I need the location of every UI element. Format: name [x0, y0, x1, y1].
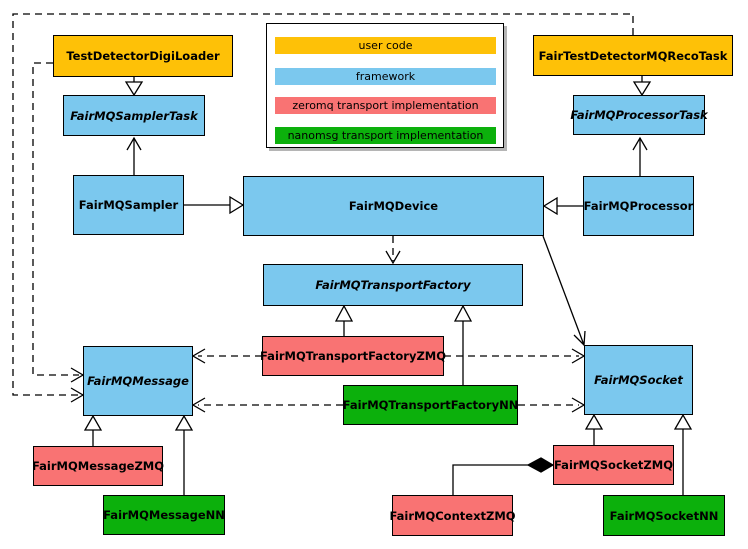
legend-label: zeromq transport implementation	[292, 99, 479, 112]
node-fairmqsocketzmq: FairMQSocketZMQ	[553, 445, 674, 485]
node-fairtestdetectormqrecotask: FairTestDetectorMQRecoTask	[533, 35, 733, 76]
node-fairmqsampler: FairMQSampler	[73, 175, 184, 235]
node-testdetectordigiloader: TestDetectorDigiLoader	[53, 35, 233, 77]
edge-sampler-uses-samplertask	[126, 136, 142, 175]
node-fairmqdevice: FairMQDevice	[243, 176, 544, 236]
edge-factorynn-creates-socket	[518, 397, 586, 413]
edge-socketnn-inherits-socket	[673, 413, 693, 495]
legend-item-zeromq: zeromq transport implementation	[275, 97, 496, 114]
node-fairmqsocketnn: FairMQSocketNN	[603, 495, 725, 536]
legend-label: framework	[355, 70, 416, 83]
edge-socketzmq-composes-contextzmq	[452, 457, 555, 495]
legend-item-nanomsg: nanomsg transport implementation	[275, 127, 496, 144]
edge-sampler-inherits-device	[184, 195, 245, 215]
edge-socketzmq-inherits-socket	[584, 413, 604, 445]
node-fairmqprocessor: FairMQProcessor	[583, 176, 694, 236]
edge-factoryzmq-inherits-factory	[334, 304, 354, 336]
edge-factoryzmq-creates-socket	[444, 348, 586, 364]
node-fairmqcontextzmq: FairMQContextZMQ	[389, 495, 516, 536]
edge-device-depends-transportfactory	[385, 236, 401, 265]
node-fairmqtransportfactory: FairMQTransportFactory	[263, 264, 523, 306]
edge-factorynn-inherits-factory	[453, 304, 473, 385]
node-fairmqmessage: FairMQMessage	[83, 346, 193, 416]
node-fairmqmessagezmq: FairMQMessageZMQ	[32, 446, 164, 486]
node-fairmqtransportfactorynn: FairMQTransportFactoryNN	[343, 385, 518, 425]
edge-messagezmq-inherits-message	[83, 414, 103, 446]
legend-item-framework: framework	[275, 68, 496, 85]
edge-processor-uses-processortask	[632, 136, 648, 176]
edge-factorynn-creates-message	[191, 397, 343, 413]
edge-digiloader-inherits-samplertask	[124, 77, 144, 97]
node-fairmqprocessortask: FairMQProcessorTask	[570, 95, 708, 135]
node-fairmqsamplertask: FairMQSamplerTask	[63, 95, 205, 136]
legend: user code framework zeromq transport imp…	[266, 23, 504, 148]
legend-item-user-code: user code	[275, 37, 496, 54]
node-fairmqtransportfactoryzmq: FairMQTransportFactoryZMQ	[260, 336, 446, 376]
legend-label: nanomsg transport implementation	[287, 129, 484, 142]
node-fairmqmessagenn: FairMQMessageNN	[103, 495, 225, 535]
edge-processor-inherits-device	[542, 196, 583, 216]
edge-factoryzmq-creates-message	[191, 348, 262, 364]
legend-label: user code	[358, 39, 413, 52]
node-fairmqsocket: FairMQSocket	[584, 345, 693, 415]
edge-recotask-inherits-processortask	[632, 76, 652, 97]
edge-messagenn-inherits-message	[174, 414, 194, 495]
edge-device-uses-socket	[542, 235, 586, 347]
